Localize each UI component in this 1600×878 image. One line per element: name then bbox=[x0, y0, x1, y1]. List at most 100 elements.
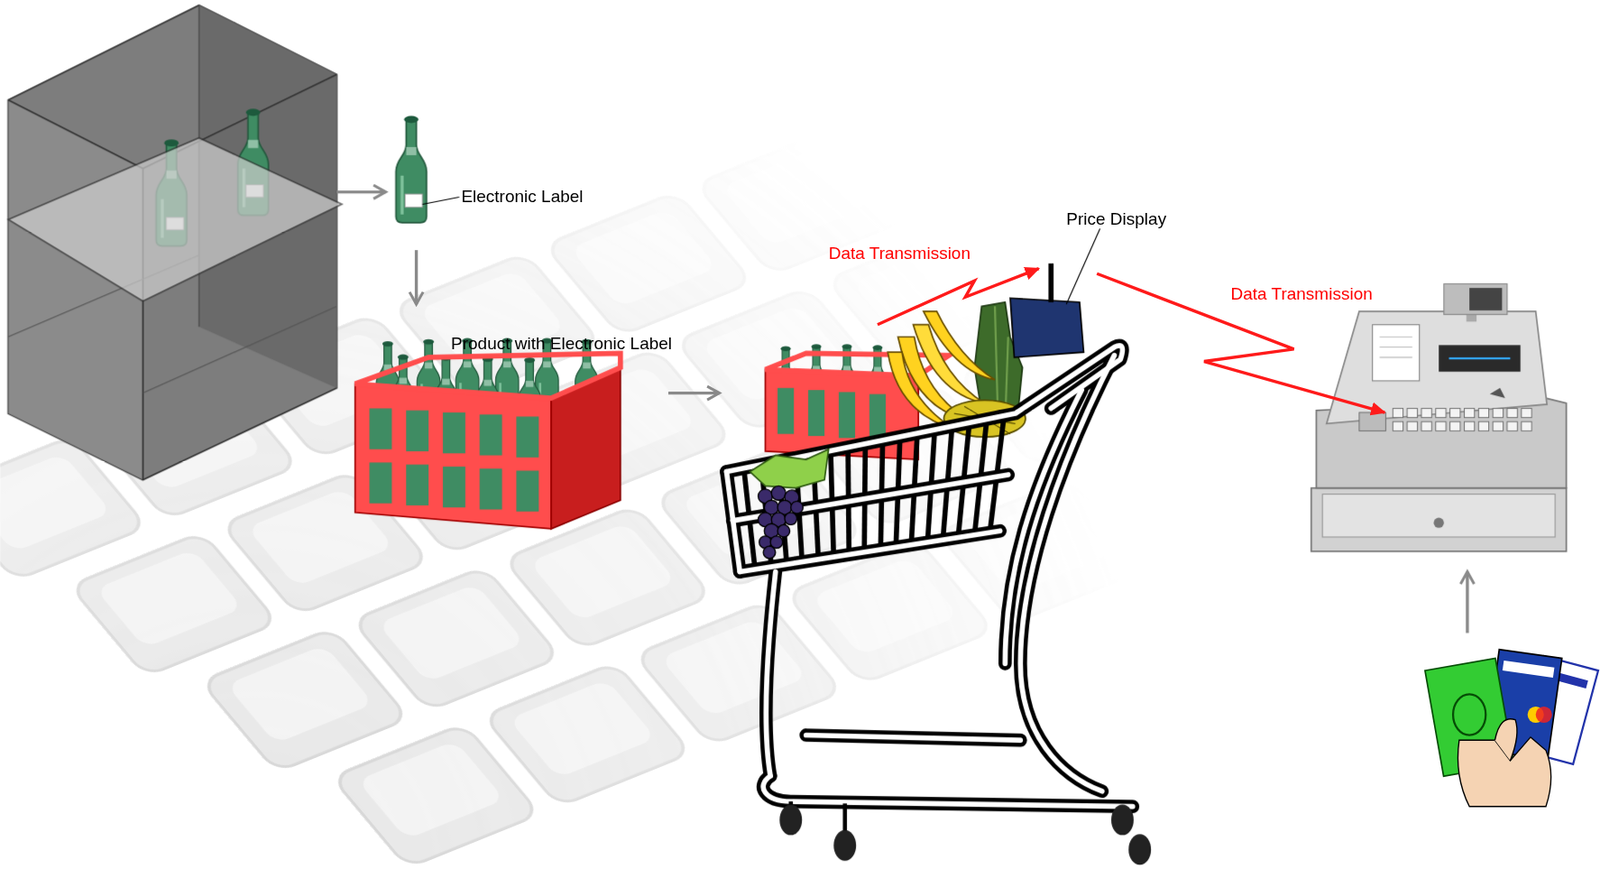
bottle-crate bbox=[369, 462, 393, 504]
shelf-cabinet bbox=[8, 100, 143, 480]
shopping-cart bbox=[1111, 804, 1134, 836]
cart-contents bbox=[838, 391, 856, 438]
cart-contents bbox=[1048, 263, 1054, 303]
cash-register bbox=[1449, 357, 1511, 359]
bottle-crate bbox=[442, 466, 466, 507]
cash-register bbox=[1469, 287, 1502, 311]
payment-cards bbox=[1502, 660, 1555, 678]
labelled-bottle: Electronic Label bbox=[393, 110, 434, 225]
keyboard-background bbox=[846, 69, 1056, 214]
callout-label: Price Display bbox=[1066, 209, 1167, 230]
shopping-cart bbox=[833, 829, 856, 861]
flow-arrow bbox=[414, 249, 418, 304]
flow-arrow bbox=[336, 192, 1468, 634]
cash-register bbox=[1450, 408, 1461, 418]
cash-register bbox=[1311, 487, 1567, 552]
cash-register bbox=[1464, 421, 1475, 431]
cash-register bbox=[1521, 421, 1532, 431]
keyboard-background bbox=[0, 23, 1449, 878]
grapes bbox=[750, 449, 829, 488]
signal-label: Data Transmission bbox=[828, 243, 971, 264]
grapes bbox=[750, 449, 829, 559]
bottle-crate bbox=[355, 352, 621, 398]
shelf-cabinet bbox=[8, 137, 342, 302]
cash-register bbox=[1464, 408, 1475, 418]
bottle-crate bbox=[405, 410, 429, 451]
cash-register bbox=[1478, 408, 1489, 418]
bottle-crate bbox=[515, 470, 539, 512]
cash-register bbox=[1478, 421, 1489, 431]
cash-register bbox=[1489, 387, 1506, 398]
cash-register bbox=[1421, 421, 1432, 431]
cash-register bbox=[1443, 284, 1508, 315]
wireless-signal bbox=[877, 268, 1040, 325]
cash-register bbox=[1392, 408, 1532, 432]
bottle-crate bbox=[355, 338, 621, 529]
flow-arrow bbox=[668, 391, 720, 395]
bottle-crate bbox=[479, 413, 503, 455]
cash-register bbox=[1406, 421, 1417, 431]
cash-register bbox=[1521, 408, 1532, 418]
cash-register bbox=[1311, 284, 1567, 552]
cash-register bbox=[1435, 408, 1446, 418]
shopping-cart bbox=[726, 345, 1152, 865]
cash-register bbox=[1450, 421, 1461, 431]
shopping-cart bbox=[726, 345, 1133, 807]
cart-contents bbox=[869, 394, 886, 441]
payment-cards bbox=[1535, 706, 1553, 723]
shopping-cart bbox=[779, 804, 802, 836]
payment-cards bbox=[1494, 718, 1518, 761]
keyboard-background bbox=[0, 23, 1449, 878]
grapes bbox=[777, 524, 791, 538]
bottle-crate bbox=[355, 383, 552, 529]
cash-register bbox=[1492, 408, 1503, 418]
wireless-signal bbox=[877, 268, 1385, 414]
shelf-cabinet bbox=[8, 5, 342, 480]
shopping-cart: Price Display bbox=[724, 295, 1163, 868]
cart-contents bbox=[1066, 228, 1100, 304]
cart-contents bbox=[777, 387, 794, 434]
labelled-bottle bbox=[422, 196, 460, 204]
shopping-cart bbox=[1128, 833, 1151, 865]
cash-register bbox=[1392, 421, 1403, 431]
cash-register bbox=[1372, 324, 1420, 381]
grapes bbox=[763, 545, 776, 559]
cash-register bbox=[1492, 421, 1503, 431]
cart-contents bbox=[923, 311, 995, 380]
labelled-bottle bbox=[395, 115, 460, 222]
signal-label: Data Transmission bbox=[1230, 284, 1372, 304]
cash-register bbox=[1379, 346, 1413, 348]
cash-register bbox=[1379, 356, 1413, 358]
bottle-crate bbox=[369, 408, 393, 450]
cash-register bbox=[1507, 421, 1518, 431]
cash-register bbox=[1322, 494, 1555, 538]
bottle-crate: Product with Electronic Label bbox=[351, 351, 623, 531]
shopping-cart bbox=[726, 345, 1133, 807]
cart-contents bbox=[808, 389, 825, 436]
bottle-crate bbox=[405, 464, 429, 506]
grapes bbox=[758, 486, 804, 559]
cash-register bbox=[1359, 412, 1386, 431]
bottle-crate bbox=[515, 416, 539, 458]
callout-label: Product with Electronic Label bbox=[450, 333, 672, 354]
cash-register bbox=[1379, 336, 1413, 338]
shelf-cabinet bbox=[142, 305, 337, 393]
bottle-crate bbox=[442, 412, 466, 453]
cash-register bbox=[1392, 408, 1403, 418]
labelled-bottle bbox=[395, 115, 427, 222]
flow-arrow bbox=[1465, 571, 1469, 634]
cash-register bbox=[1438, 344, 1521, 371]
bottle-crate bbox=[479, 468, 503, 509]
cash-register bbox=[1434, 517, 1444, 528]
callout-label: Electronic Label bbox=[460, 186, 583, 207]
keyboard-background bbox=[977, 165, 1187, 310]
shelf-cabinet bbox=[8, 100, 143, 169]
cash-register bbox=[1435, 421, 1446, 431]
grapes bbox=[790, 501, 804, 515]
cash-register bbox=[1507, 408, 1518, 418]
flow-arrow bbox=[336, 190, 386, 194]
wireless-signal bbox=[1096, 273, 1385, 413]
